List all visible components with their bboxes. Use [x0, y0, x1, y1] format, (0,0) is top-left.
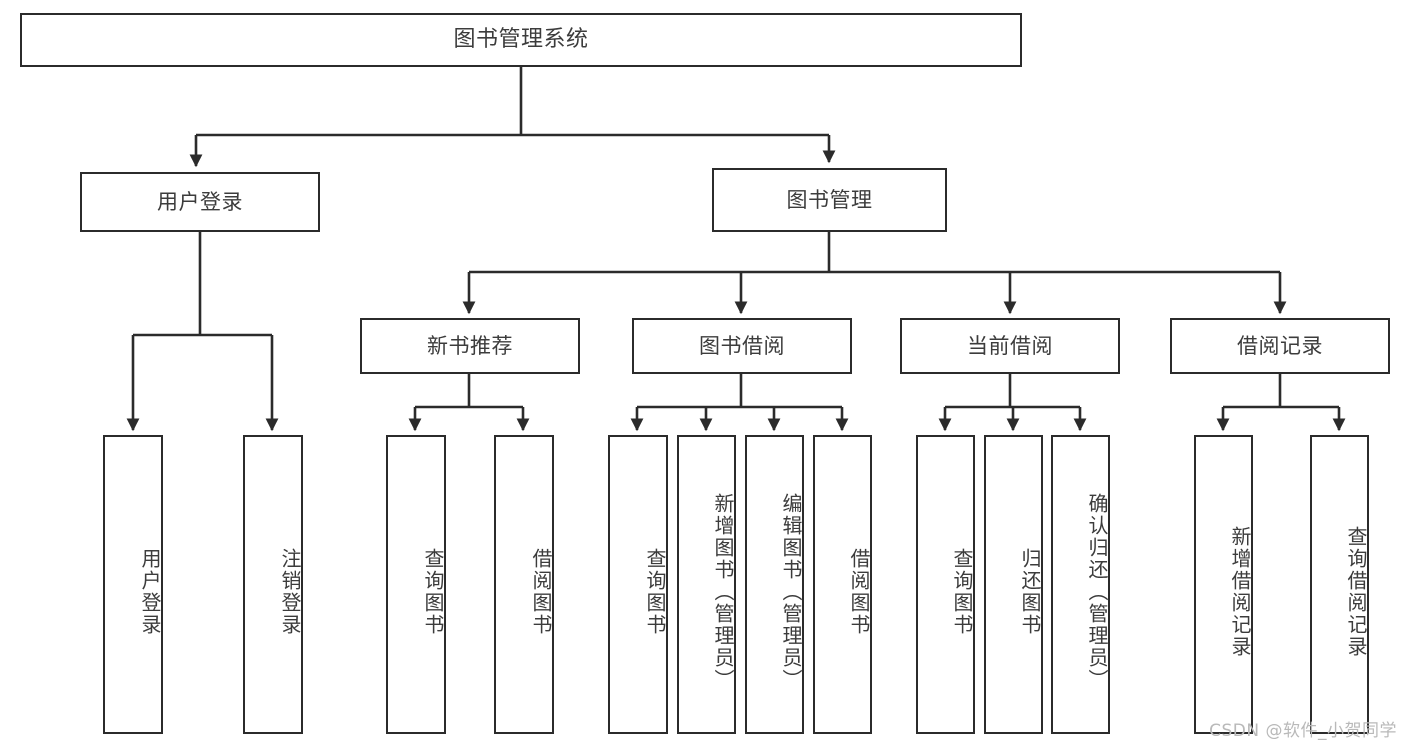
leaf-user-login-1[interactable]: 用户登录: [103, 435, 163, 734]
leaf-book-borrow-1[interactable]: 查询图书: [608, 435, 668, 734]
leaf-new-book-1-label: 查询图书: [421, 547, 445, 636]
leaf-book-borrow-3[interactable]: 编辑图书（管理员）: [745, 435, 804, 734]
leaf-current-borrow-3[interactable]: 确认归还（管理员）: [1051, 435, 1110, 734]
leaf-user-login-1-label: 用户登录: [138, 547, 162, 636]
leaf-book-borrow-1-label: 查询图书: [643, 547, 667, 636]
node-current-borrow-label: 当前借阅: [967, 333, 1053, 358]
node-new-book-recommend-label: 新书推荐: [427, 333, 513, 358]
node-borrow-record[interactable]: 借阅记录: [1170, 318, 1390, 374]
node-book-borrow-label: 图书借阅: [699, 333, 785, 358]
leaf-borrow-record-1[interactable]: 新增借阅记录: [1194, 435, 1253, 734]
leaf-current-borrow-3-label: 确认归还（管理员）: [1085, 492, 1109, 691]
leaf-current-borrow-2-label: 归还图书: [1018, 547, 1042, 636]
node-book-borrow[interactable]: 图书借阅: [632, 318, 852, 374]
leaf-book-borrow-4[interactable]: 借阅图书: [813, 435, 872, 734]
node-user-login[interactable]: 用户登录: [80, 172, 320, 232]
leaf-current-borrow-1[interactable]: 查询图书: [916, 435, 975, 734]
leaf-borrow-record-1-label: 新增借阅记录: [1228, 525, 1252, 658]
leaf-current-borrow-1-label: 查询图书: [950, 547, 974, 636]
leaf-user-login-2-label: 注销登录: [278, 547, 302, 636]
node-current-borrow[interactable]: 当前借阅: [900, 318, 1120, 374]
node-user-login-label: 用户登录: [157, 189, 243, 214]
node-new-book-recommend[interactable]: 新书推荐: [360, 318, 580, 374]
leaf-borrow-record-2[interactable]: 查询借阅记录: [1310, 435, 1369, 734]
leaf-book-borrow-4-label: 借阅图书: [847, 547, 871, 636]
leaf-book-borrow-3-label: 编辑图书（管理员）: [779, 492, 803, 691]
leaf-user-login-2[interactable]: 注销登录: [243, 435, 303, 734]
node-book-manage-label: 图书管理: [786, 187, 873, 212]
leaf-new-book-2[interactable]: 借阅图书: [494, 435, 554, 734]
node-root[interactable]: 图书管理系统: [20, 13, 1022, 67]
leaf-new-book-1[interactable]: 查询图书: [386, 435, 446, 734]
leaf-current-borrow-2[interactable]: 归还图书: [984, 435, 1043, 734]
node-root-label: 图书管理系统: [453, 27, 589, 53]
csdn-watermark: CSDN @软件_小贺同学: [1209, 721, 1397, 741]
leaf-new-book-2-label: 借阅图书: [529, 547, 553, 636]
node-borrow-record-label: 借阅记录: [1237, 333, 1323, 358]
leaf-book-borrow-2-label: 新增图书（管理员）: [711, 492, 735, 691]
leaf-book-borrow-2[interactable]: 新增图书（管理员）: [677, 435, 736, 734]
node-book-manage[interactable]: 图书管理: [712, 168, 947, 232]
leaf-borrow-record-2-label: 查询借阅记录: [1344, 525, 1368, 658]
